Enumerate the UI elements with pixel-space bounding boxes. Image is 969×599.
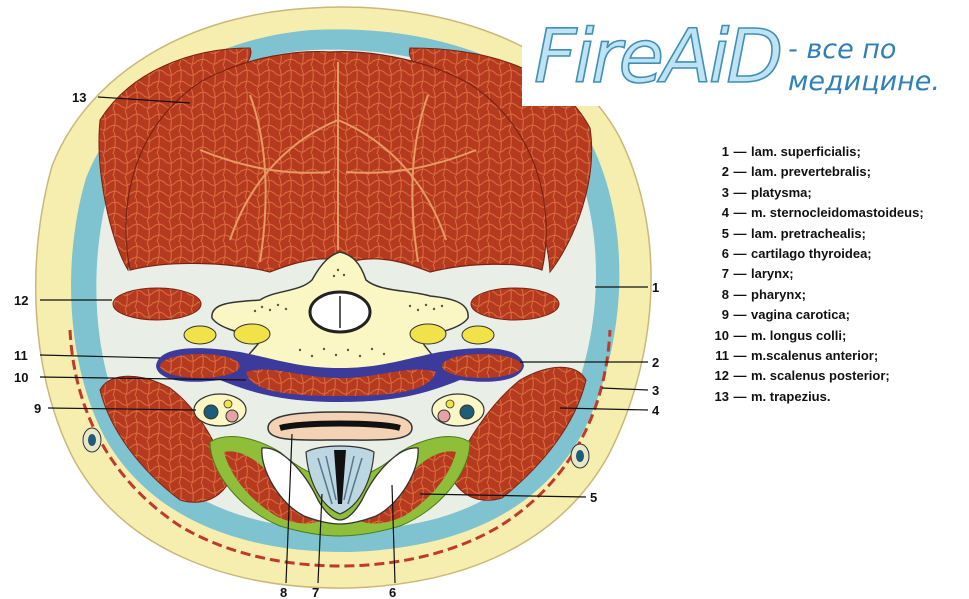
legend-text: m. trapezius. xyxy=(751,389,830,404)
legend-item: 13—m. trapezius. xyxy=(705,387,967,407)
legend-item: 5—lam. pretrachealis; xyxy=(705,224,967,244)
legend: 1—lam. superficialis; 2—lam. prevertebra… xyxy=(705,142,967,407)
legend-text: cartilago thyroidea; xyxy=(751,246,872,261)
legend-text: larynx; xyxy=(751,266,794,281)
callout-8: 8 xyxy=(280,585,287,599)
legend-number: 7 xyxy=(705,264,729,284)
scalenus-anterior-right xyxy=(442,354,522,378)
logo-tagline-line2: медицине. xyxy=(788,66,940,98)
legend-text: lam. superficialis; xyxy=(751,144,861,159)
carotid-sheath-left xyxy=(194,394,246,426)
callout-10: 10 xyxy=(14,370,28,385)
legend-text: m. sternocleidomastoideus; xyxy=(751,205,924,220)
callout-5: 5 xyxy=(590,490,597,505)
fat-pad xyxy=(410,324,446,344)
legend-item: 8—pharynx; xyxy=(705,285,967,305)
legend-number: 4 xyxy=(705,203,729,223)
legend-number: 5 xyxy=(705,224,729,244)
callout-6: 6 xyxy=(389,585,396,599)
legend-item: 3—platysma; xyxy=(705,183,967,203)
legend-item: 7—larynx; xyxy=(705,264,967,284)
legend-number: 3 xyxy=(705,183,729,203)
callout-7: 7 xyxy=(312,585,319,599)
external-jugular-right xyxy=(571,444,589,468)
legend-number: 1 xyxy=(705,142,729,162)
legend-number: 10 xyxy=(705,326,729,346)
legend-text: vagina carotica; xyxy=(751,307,850,322)
logo: FireAiD - все по медицине. xyxy=(522,10,969,106)
logo-tagline-line1: - все по xyxy=(788,34,940,66)
legend-number: 12 xyxy=(705,366,729,386)
callout-3: 3 xyxy=(652,383,659,398)
legend-text: m. longus colli; xyxy=(751,328,846,343)
legend-item: 4—m. sternocleidomastoideus; xyxy=(705,203,967,223)
logo-tagline: - все по медицине. xyxy=(788,34,940,98)
logo-title: FireAiD xyxy=(534,12,780,102)
callout-11: 11 xyxy=(14,348,28,363)
callout-4: 4 xyxy=(652,403,660,418)
legend-item: 10—m. longus colli; xyxy=(705,326,967,346)
legend-number: 9 xyxy=(705,305,729,325)
fat-pad xyxy=(462,326,494,344)
legend-text: m. scalenus posterior; xyxy=(751,368,890,383)
fat-pad xyxy=(184,326,216,344)
callout-12: 12 xyxy=(14,293,28,308)
legend-number: 6 xyxy=(705,244,729,264)
scalenus-posterior-right xyxy=(471,288,559,320)
legend-item: 9—vagina carotica; xyxy=(705,305,967,325)
callout-13: 13 xyxy=(72,90,86,105)
legend-item: 6—cartilago thyroidea; xyxy=(705,244,967,264)
legend-text: lam. prevertebralis; xyxy=(751,164,871,179)
legend-item: 2—lam. prevertebralis; xyxy=(705,162,967,182)
legend-number: 8 xyxy=(705,285,729,305)
fat-pad xyxy=(234,324,270,344)
legend-item: 12—m. scalenus posterior; xyxy=(705,366,967,386)
scalenus-posterior-left xyxy=(113,288,201,320)
legend-number: 11 xyxy=(705,346,729,366)
legend-item: 11—m.scalenus anterior; xyxy=(705,346,967,366)
legend-item: 1—lam. superficialis; xyxy=(705,142,967,162)
legend-text: m.scalenus anterior; xyxy=(751,348,878,363)
legend-text: platysma; xyxy=(751,185,812,200)
callout-2: 2 xyxy=(652,355,659,370)
carotid-sheath-right xyxy=(432,394,484,426)
scalenus-anterior-left xyxy=(160,354,240,378)
legend-text: lam. pretrachealis; xyxy=(751,226,866,241)
callout-1: 1 xyxy=(652,280,659,295)
legend-number: 2 xyxy=(705,162,729,182)
legend-number: 13 xyxy=(705,387,729,407)
legend-text: pharynx; xyxy=(751,287,806,302)
callout-9: 9 xyxy=(34,401,41,416)
external-jugular-left xyxy=(83,428,101,452)
